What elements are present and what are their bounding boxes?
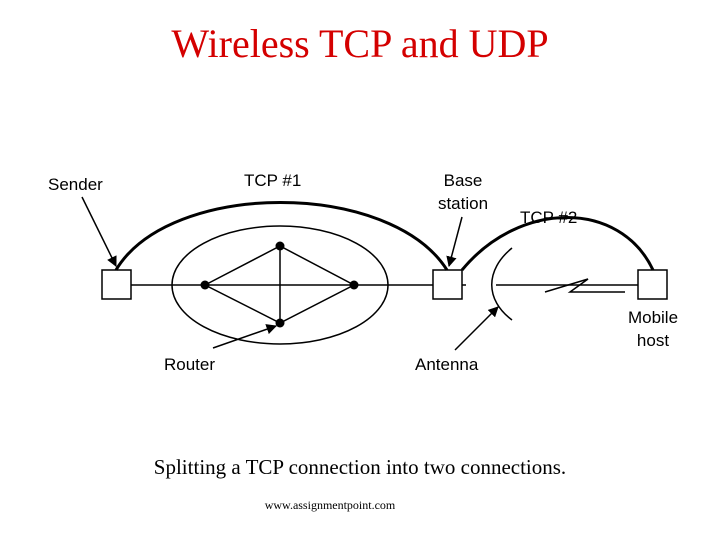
base-station-box: [432, 269, 463, 300]
mobile-host-label-line1: Mobile: [628, 308, 678, 327]
antenna-arc: [491, 247, 513, 321]
figure-caption: Splitting a TCP connection into two conn…: [153, 455, 567, 479]
tcp1-label: TCP #1: [244, 171, 301, 190]
router-arrow: [212, 324, 277, 349]
antenna-arrow: [454, 306, 499, 351]
router-node-left: [200, 280, 210, 290]
base-station-label-line1: Base: [444, 171, 483, 190]
mobile-host-label-line2: host: [637, 331, 669, 350]
router-label: Router: [164, 355, 215, 374]
tcp2-label: TCP #2: [520, 208, 577, 227]
tcp2-arc: [460, 216, 655, 271]
sender-arrow: [81, 196, 117, 267]
router-node-right: [349, 280, 359, 290]
base-station-label-line2: station: [438, 194, 488, 213]
footer-url: www.assignmentpoint.com: [264, 498, 396, 512]
router-node-top: [275, 241, 285, 251]
sender-box: [101, 269, 132, 300]
wireless-zigzag-icon: [544, 278, 625, 293]
tcp1-arc: [114, 201, 449, 271]
router-node-bottom: [275, 318, 285, 328]
antenna-label: Antenna: [415, 355, 479, 374]
slide-title: Wireless TCP and UDP: [171, 21, 549, 66]
base-station-arrow: [446, 216, 463, 268]
sender-label: Sender: [48, 175, 103, 194]
mobile-host-box: [637, 269, 668, 300]
